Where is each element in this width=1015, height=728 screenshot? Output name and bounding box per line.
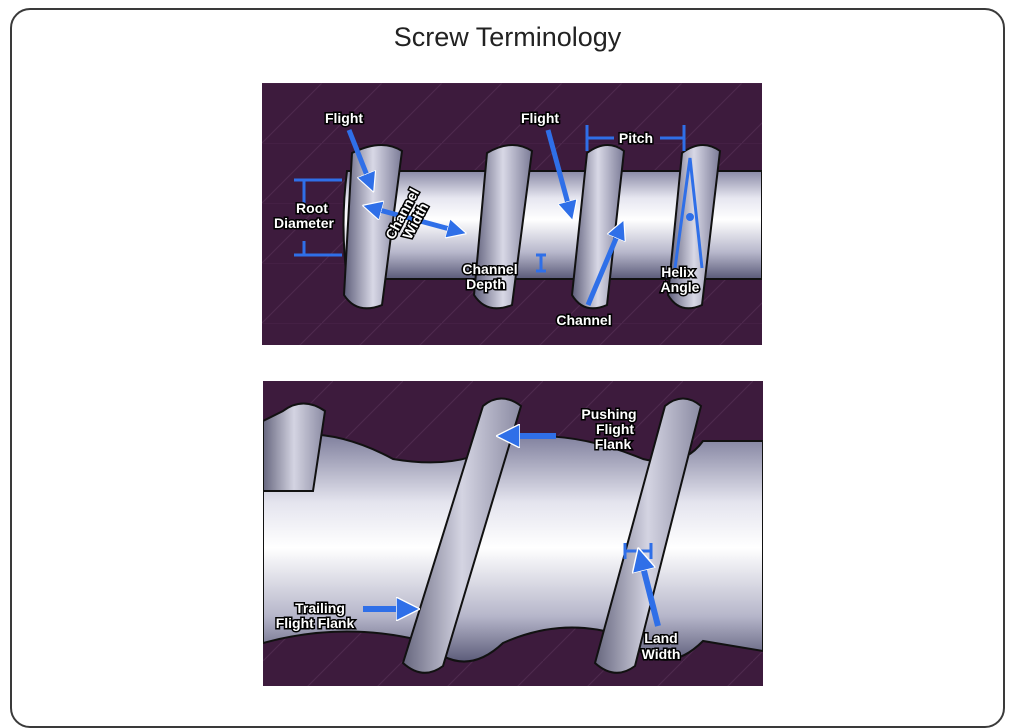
flight-label-right: Flight — [521, 110, 559, 126]
screw-overview-illustration: Root Diameter Flight Channel Width Fligh… — [262, 83, 762, 345]
channel-label: Channel — [556, 312, 611, 328]
pitch-label: Pitch — [619, 130, 653, 146]
helix-angle-label-1: Helix — [661, 264, 695, 280]
trailing-label-1: Trailing — [295, 600, 345, 616]
screw-closeup-illustration: Pushing Flight Flank Trailing Flight Fla… — [263, 381, 763, 686]
screw-overview-panel: Root Diameter Flight Channel Width Fligh… — [262, 83, 762, 345]
channel-depth-label-2: Depth — [466, 276, 506, 292]
pushing-label-1: Pushing — [581, 406, 636, 422]
trailing-label-2: Flight Flank — [276, 615, 355, 631]
flight-label-left: Flight — [325, 110, 363, 126]
diagram-title: Screw Terminology — [0, 22, 1015, 53]
land-label-1: Land — [644, 630, 677, 646]
helix-angle-label-2: Angle — [661, 279, 700, 295]
pushing-label-3: Flank — [595, 436, 632, 452]
channel-depth-label-1: Channel — [462, 261, 517, 277]
land-label-2: Width — [642, 646, 681, 662]
screw-closeup-panel: Pushing Flight Flank Trailing Flight Fla… — [263, 381, 763, 686]
root-diameter-label-2: Diameter — [274, 215, 334, 231]
pushing-label-2: Flight — [596, 421, 634, 437]
root-diameter-label-1: Root — [296, 200, 328, 216]
